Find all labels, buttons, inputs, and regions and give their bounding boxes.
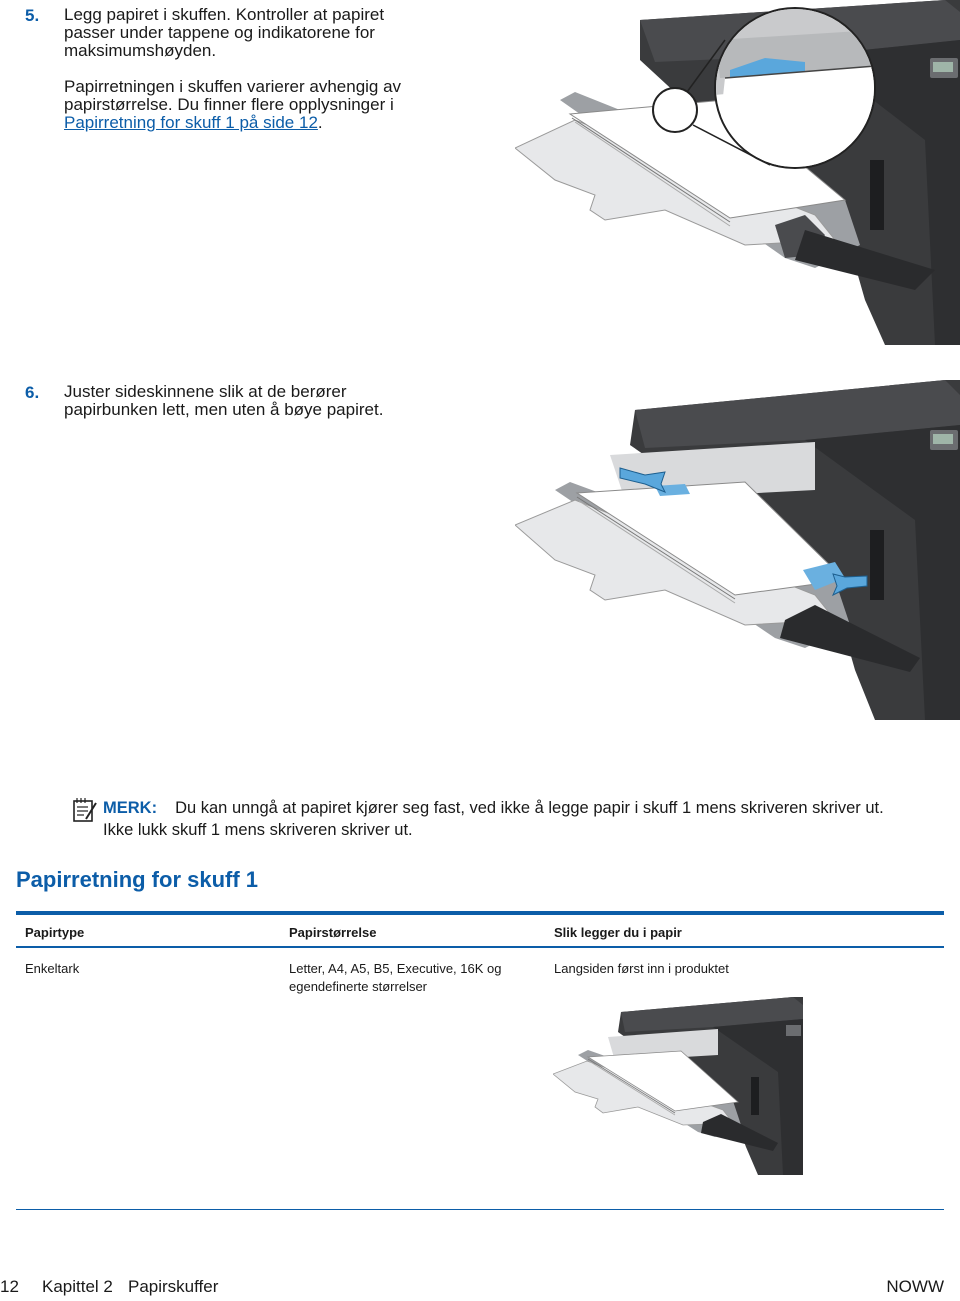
table-bottom-rule xyxy=(16,1209,944,1210)
note-label: MERK: xyxy=(103,799,158,817)
table-header-cell: Papirtype xyxy=(25,925,85,940)
table-cell: Letter, A4, A5, B5, Executive, 16K og eg… xyxy=(289,960,501,996)
table-cell-line: egendefinerte størrelser xyxy=(289,979,428,994)
step-5-line: passer under tappene og indikatorene for xyxy=(64,23,375,42)
step-6-text: Juster sideskinnene slik at de berører p… xyxy=(64,383,464,419)
printer-adjust-guides-illustration xyxy=(515,380,960,720)
footer-page-number: 12 xyxy=(0,1277,19,1296)
section-heading: Papirretning for skuff 1 xyxy=(16,867,259,892)
footer-chapter: Kapittel 2 xyxy=(42,1277,113,1296)
table-header-cell: Papirstørrelse xyxy=(289,925,377,940)
step-5-line: Legg papiret i skuffen. Kontroller at pa… xyxy=(64,5,385,24)
table-cell: Langsiden først inn i produktet xyxy=(554,961,729,976)
table-cell: Enkeltark xyxy=(25,961,80,976)
paper-orientation-illustration xyxy=(553,997,803,1175)
table-top-rule xyxy=(16,911,944,915)
note-first-line: MERK: Du kan unngå at papiret kjører seg … xyxy=(103,797,943,819)
note-block: MERK: Du kan unngå at papiret kjører seg … xyxy=(103,797,943,841)
step-6-line: Juster sideskinnene slik at de berører xyxy=(64,382,347,401)
step-5-line: maksimumshøyden. xyxy=(64,41,217,60)
link-suffix: . xyxy=(317,113,323,132)
note-line: Du kan unngå at papiret kjører seg fast,… xyxy=(175,799,884,817)
tray-orientation-link[interactable]: Papirretning for skuff 1 på side 12 xyxy=(64,113,318,132)
footer-chapter-title: Papirskuffer xyxy=(128,1277,219,1296)
table-header-rule xyxy=(16,946,944,948)
table-cell-line: Letter, A4, A5, B5, Executive, 16K og xyxy=(289,961,502,976)
note-line: Ikke lukk skuff 1 mens skriveren skriver… xyxy=(103,821,413,839)
step-6-number: 6. xyxy=(25,383,40,402)
step-5-number: 5. xyxy=(25,6,40,25)
step-5-para2-line: Papirretningen i skuffen varierer avheng… xyxy=(64,77,402,96)
step-5-text: Legg papiret i skuffen. Kontroller at pa… xyxy=(64,6,464,132)
note-icon xyxy=(73,798,97,822)
printer-load-paper-illustration xyxy=(515,0,960,345)
footer-brand: NOWW xyxy=(886,1277,944,1296)
step-5-para2-line: papirstørrelse. Du finner flere opplysni… xyxy=(64,95,394,114)
step-6-line: papirbunken lett, men uten å bøye papire… xyxy=(64,400,384,419)
step-5-link-line: Papirretning for skuff 1 på side 12. xyxy=(64,114,464,132)
table-header-cell: Slik legger du i papir xyxy=(554,925,682,940)
